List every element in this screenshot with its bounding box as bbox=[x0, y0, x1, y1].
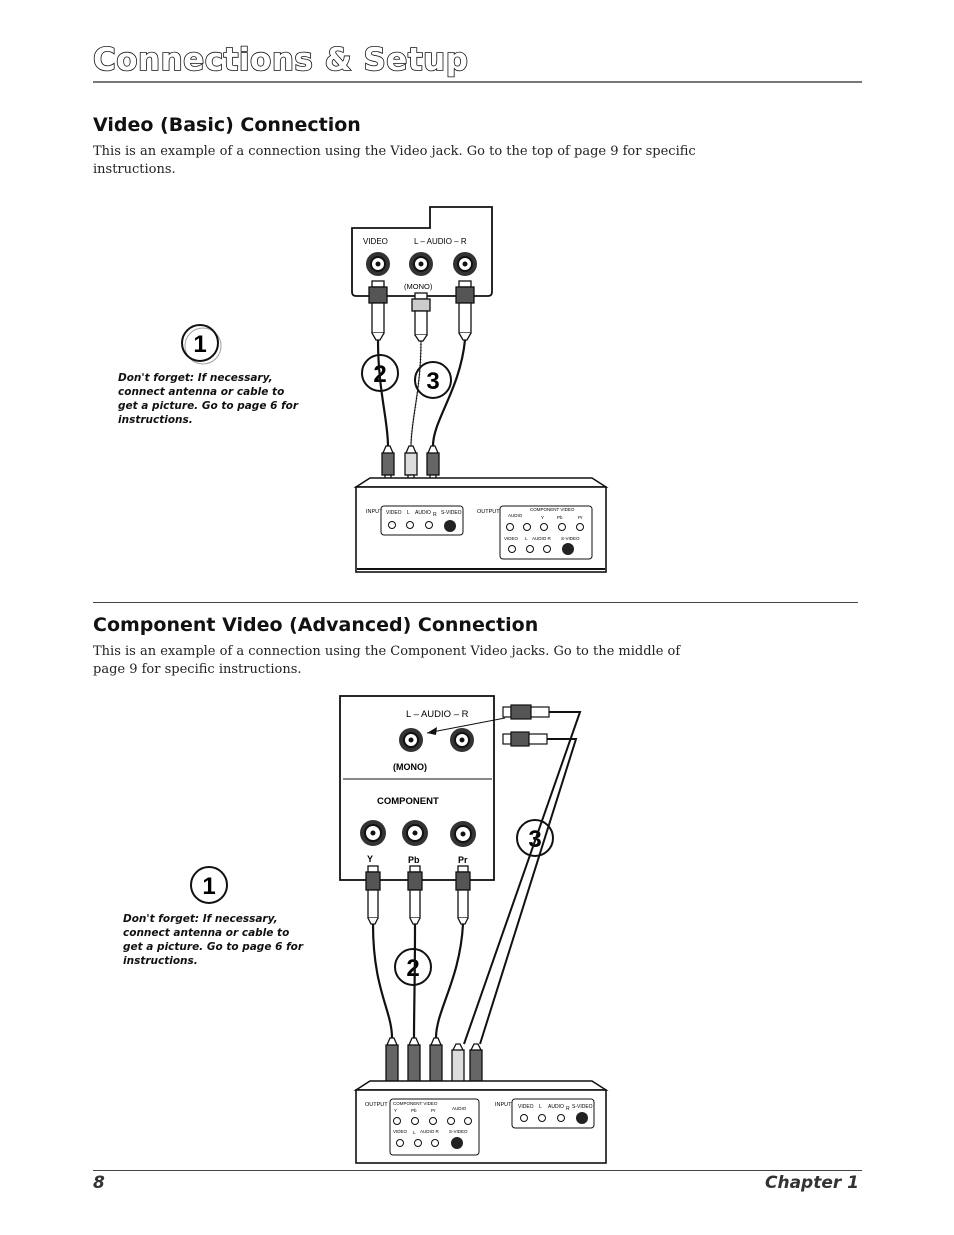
tv-component-pr-jack bbox=[450, 821, 476, 847]
svg-text:3: 3 bbox=[426, 368, 439, 395]
svg-text:L: L bbox=[525, 536, 528, 541]
section-heading-component-video: Component Video (Advanced) Connection bbox=[93, 614, 539, 636]
tv-component-pb-jack bbox=[402, 820, 428, 846]
svg-text:Pb: Pb bbox=[411, 1108, 417, 1113]
svg-text:COMPONENT: COMPONENT bbox=[377, 796, 439, 807]
tv-audio-r-jack bbox=[453, 252, 477, 276]
svg-text:L: L bbox=[407, 510, 410, 516]
svg-text:S-VIDEO: S-VIDEO bbox=[572, 1104, 593, 1110]
svg-text:S-VIDEO: S-VIDEO bbox=[441, 510, 462, 516]
tv-back-panel: L – AUDIO – R (MONO) COMPONENT Y Pb Pr bbox=[339, 695, 506, 881]
tv-audio-l-jack bbox=[409, 252, 433, 276]
svg-text:INPUT: INPUT bbox=[495, 1102, 512, 1108]
step-2-badge: 2 bbox=[394, 948, 432, 986]
section-heading-video-basic: Video (Basic) Connection bbox=[93, 114, 361, 136]
reminder-note: Don't forget: If necessary, connect ante… bbox=[118, 372, 299, 426]
svg-text:Y: Y bbox=[367, 854, 373, 864]
svg-text:AUDIO: AUDIO bbox=[415, 510, 431, 516]
svg-text:OUTPUT: OUTPUT bbox=[477, 509, 500, 515]
svg-text:COMPONENT VIDEO: COMPONENT VIDEO bbox=[530, 507, 575, 512]
svg-text:INPUT: INPUT bbox=[366, 509, 383, 515]
step-1-badge: 1 bbox=[190, 866, 228, 904]
plug-pr-top bbox=[455, 865, 471, 925]
svg-text:1: 1 bbox=[193, 331, 206, 358]
svg-text:Y: Y bbox=[541, 515, 544, 520]
section-divider bbox=[93, 602, 858, 603]
svg-text:2: 2 bbox=[406, 955, 419, 982]
svg-text:Pb: Pb bbox=[408, 855, 420, 865]
svg-text:R: R bbox=[566, 1106, 570, 1112]
playback-device: INPUT VIDEO L AUDIO R S-VIDEO OUTPUT COM… bbox=[353, 477, 609, 573]
tv-video-jack bbox=[366, 252, 390, 276]
svg-text:Pr: Pr bbox=[578, 515, 583, 520]
svg-text:OUTPUT: OUTPUT bbox=[365, 1102, 388, 1108]
reminder-note: Don't forget: If necessary, connect ante… bbox=[123, 913, 304, 967]
svg-text:VIDEO: VIDEO bbox=[504, 536, 519, 541]
plug-y-top bbox=[365, 865, 381, 925]
svg-text:Pr: Pr bbox=[458, 855, 468, 865]
header-rule bbox=[93, 81, 862, 83]
svg-text:L – AUDIO – R: L – AUDIO – R bbox=[414, 237, 467, 246]
tv-component-y-jack bbox=[360, 820, 386, 846]
svg-text:AUDIO: AUDIO bbox=[508, 513, 523, 518]
tv-back-panel: VIDEO L – AUDIO – R (MONO) bbox=[351, 206, 493, 297]
tv-audio-r-jack bbox=[450, 728, 474, 752]
section-body-video-basic: This is an example of a connection using… bbox=[93, 144, 696, 177]
svg-text:S-VIDEO: S-VIDEO bbox=[561, 536, 580, 541]
svg-text:VIDEO: VIDEO bbox=[518, 1104, 534, 1110]
svg-text:L: L bbox=[413, 1130, 416, 1135]
playback-device: OUTPUT COMPONENT VIDEO Y Pb Pr AUDIO VID… bbox=[353, 1080, 609, 1164]
svg-text:L – AUDIO – R: L – AUDIO – R bbox=[406, 709, 469, 720]
page-title: Connections & Setup bbox=[92, 41, 469, 79]
plug-audio-l-side bbox=[502, 704, 550, 720]
video-basic-diagram: 1 2 3 VIDEO L – AUDIO – R (MONO) bbox=[181, 206, 609, 573]
page-number: 8 bbox=[93, 1173, 105, 1193]
svg-text:Pr: Pr bbox=[431, 1108, 436, 1113]
svg-text:1: 1 bbox=[202, 873, 215, 900]
step-1-badge: 1 bbox=[181, 324, 222, 365]
chapter-label: Chapter 1 bbox=[764, 1173, 859, 1193]
svg-text:Pb: Pb bbox=[557, 515, 563, 520]
tv-audio-l-jack bbox=[399, 728, 423, 752]
section-body-component-video: This is an example of a connection using… bbox=[93, 644, 681, 677]
svg-text:R: R bbox=[433, 512, 437, 518]
svg-text:AUDIO: AUDIO bbox=[548, 1104, 564, 1110]
plug-pb-top bbox=[407, 865, 423, 925]
svg-text:(MONO): (MONO) bbox=[393, 762, 427, 772]
svg-text:VIDEO: VIDEO bbox=[386, 510, 402, 516]
svg-text:VIDEO: VIDEO bbox=[363, 237, 388, 246]
svg-text:L: L bbox=[539, 1104, 542, 1110]
plug-video-top bbox=[368, 280, 388, 341]
svg-text:S-VIDEO: S-VIDEO bbox=[449, 1129, 468, 1134]
svg-text:Y: Y bbox=[394, 1108, 397, 1113]
svg-text:AUDIO: AUDIO bbox=[452, 1106, 467, 1111]
step-3-badge: 3 bbox=[414, 361, 452, 399]
svg-text:AUDIO R: AUDIO R bbox=[532, 536, 552, 541]
plug-audio-l-top bbox=[411, 292, 431, 342]
svg-text:COMPONENT VIDEO: COMPONENT VIDEO bbox=[393, 1101, 438, 1106]
plug-audio-r-side bbox=[502, 731, 548, 747]
svg-text:(MONO): (MONO) bbox=[404, 282, 433, 291]
footer-rule bbox=[93, 1170, 862, 1171]
svg-text:AUDIO R: AUDIO R bbox=[420, 1129, 440, 1134]
svg-text:VIDEO: VIDEO bbox=[393, 1129, 408, 1134]
